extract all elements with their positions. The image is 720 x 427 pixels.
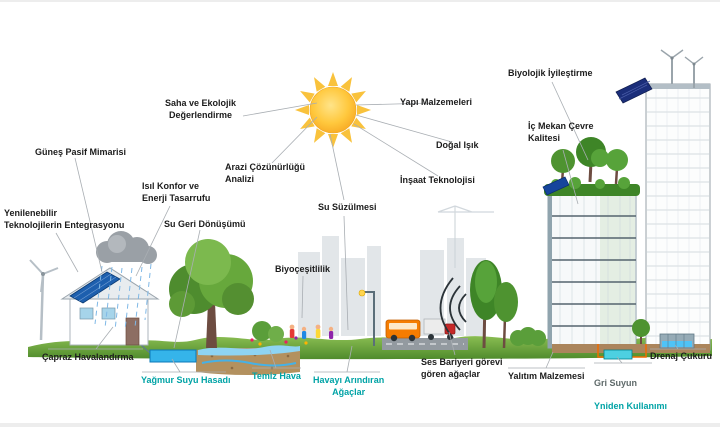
label-capraz-havalandirma: Çapraz Havalandırma xyxy=(42,352,134,362)
soil-right xyxy=(552,344,710,353)
rain-cloud-icon xyxy=(94,231,157,331)
large-tree xyxy=(169,239,254,348)
greywater-tank-icon xyxy=(603,349,633,360)
label-yalitim-malzemesi: Yalıtım Malzemesi xyxy=(508,371,585,381)
label-biyolojik-iyilestirme: Biyolojik İyileştirme xyxy=(508,68,593,78)
drainage-pit-icon xyxy=(659,333,695,349)
label-temiz-hava: Temiz Hava xyxy=(252,371,301,381)
label-insaat-teknolojisi: İnşaat Teknolojisi xyxy=(400,175,475,185)
road xyxy=(382,338,468,350)
noise-barrier-trees xyxy=(470,260,518,349)
high-rise-building xyxy=(615,49,711,351)
label-gri-suyun-line2: Yniden Kullanımı xyxy=(594,401,668,412)
people xyxy=(289,324,334,339)
green-roof-building xyxy=(542,137,640,349)
label-saha-ve-ekolojik: Saha ve Ekolojik Değerlendirme xyxy=(165,98,237,120)
label-arazi-cozunurlugu: Arazi Çözünürlüğü Analizi xyxy=(225,162,305,184)
wind-turbine-icon xyxy=(29,259,59,341)
label-isil-konfor: Isıl Konfor ve Enerji Tasarrufu xyxy=(142,181,211,203)
bus-icon xyxy=(385,319,421,342)
label-yapi-malzemeleri: Yapı Malzemeleri xyxy=(400,97,473,107)
label-yagmur-suyu-hasadi: Yağmur Suyu Hasadı xyxy=(141,375,231,385)
greywater-system xyxy=(597,344,647,360)
label-ic-mekan-cevre-kalitesi: İç Mekan Çevre Kalitesi xyxy=(528,121,594,143)
top-edge-strip xyxy=(0,0,720,2)
stream xyxy=(198,345,300,356)
solar-house xyxy=(60,267,160,346)
label-su-geri-donusumu: Su Geri Dönüşümü xyxy=(164,219,246,229)
label-gri-suyun-line1: Gri Suyun xyxy=(594,377,638,388)
connector-lines xyxy=(48,81,706,373)
rooftop-wind-turbine-icon xyxy=(660,49,704,88)
construction-crane-icon xyxy=(437,205,494,268)
label-biyocesitlilik: Biyoçeşitlilik xyxy=(275,264,331,274)
label-havayi-arindiran-agaclar: Havayı Arındıran Ağaçlar xyxy=(313,375,385,397)
roof-solar-panel-icon xyxy=(542,176,570,196)
bottom-edge-strip xyxy=(0,423,720,427)
label-gunes-pasif-mimarisi: Güneş Pasif Mimarisi xyxy=(35,147,127,157)
street-lamp-icon xyxy=(358,289,375,346)
hedge xyxy=(510,327,546,346)
rooftop-solar-panel-icon xyxy=(615,77,653,104)
label-gri-suyun-yeniden-kullanimi: Gri Suyun Yniden Kullanımı xyxy=(594,366,667,424)
label-drenaj-cukuru: Drenaj Çukuru xyxy=(650,351,713,361)
label-ses-bariyeri: Ses Bariyeri görevi gören ağaçlar xyxy=(421,357,503,379)
label-dogal-isik: Doğal Işık xyxy=(436,140,479,150)
label-yenilenebilir-entegrasyon: Yenilenebilir Teknolojilerin Entegrasyon… xyxy=(4,208,125,230)
label-su-suzulmesi: Su Süzülmesi xyxy=(318,202,377,212)
park-greenery xyxy=(250,321,308,346)
sun-icon xyxy=(295,72,371,148)
